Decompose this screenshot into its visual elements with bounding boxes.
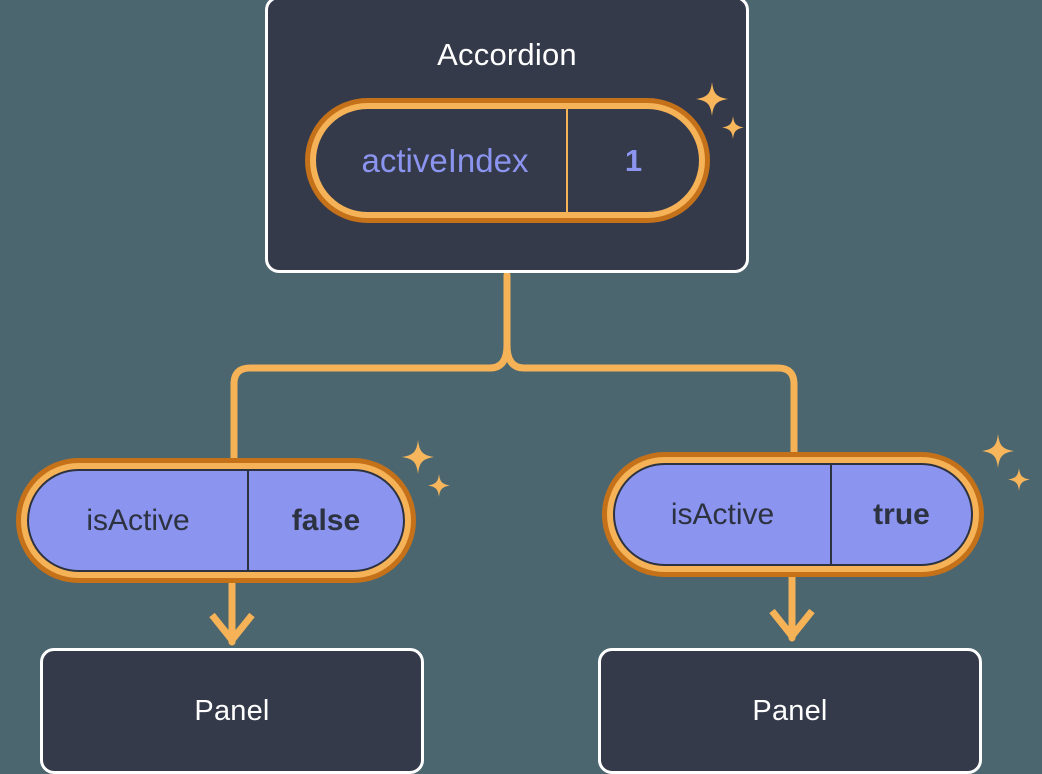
arrow-head-right (769, 608, 815, 642)
sparkle-group-true (976, 434, 1036, 519)
connector-branch-right (503, 341, 798, 462)
sparkle-four-point-large-icon (402, 440, 434, 474)
state-pill-active-index[interactable]: activeIndex 1 (305, 98, 710, 223)
pill-body: activeIndex 1 (316, 109, 699, 212)
pill-highlight-ring: activeIndex 1 (310, 103, 705, 218)
state-pill-is-active-false[interactable]: isActive false (16, 458, 416, 583)
panel-title: Panel (194, 694, 270, 727)
pill-highlight-ring: isActive true (607, 457, 979, 572)
prop-value-label: false (247, 471, 403, 570)
state-value-label: 1 (566, 109, 699, 212)
sparkle-four-point-small-icon (1008, 468, 1030, 491)
pill-body: isActive true (613, 463, 973, 566)
prop-value-label: true (830, 465, 971, 564)
pill-body: isActive false (27, 469, 405, 572)
panel-title: Panel (752, 694, 828, 727)
arrow-head-left (209, 612, 255, 646)
sparkle-four-point-large-icon (982, 434, 1014, 468)
prop-key-label: isActive (86, 503, 190, 537)
panel-component-box-right[interactable]: Panel (598, 648, 982, 774)
state-key-label: activeIndex (361, 141, 529, 179)
panel-component-box-left[interactable]: Panel (40, 648, 424, 774)
connector-branch-left (230, 341, 511, 466)
accordion-title: Accordion (437, 37, 577, 72)
state-pill-is-active-true[interactable]: isActive true (602, 452, 984, 577)
sparkle-four-point-small-icon (428, 474, 450, 497)
pill-highlight-ring: isActive false (21, 463, 411, 578)
prop-key-label: isActive (670, 497, 775, 531)
